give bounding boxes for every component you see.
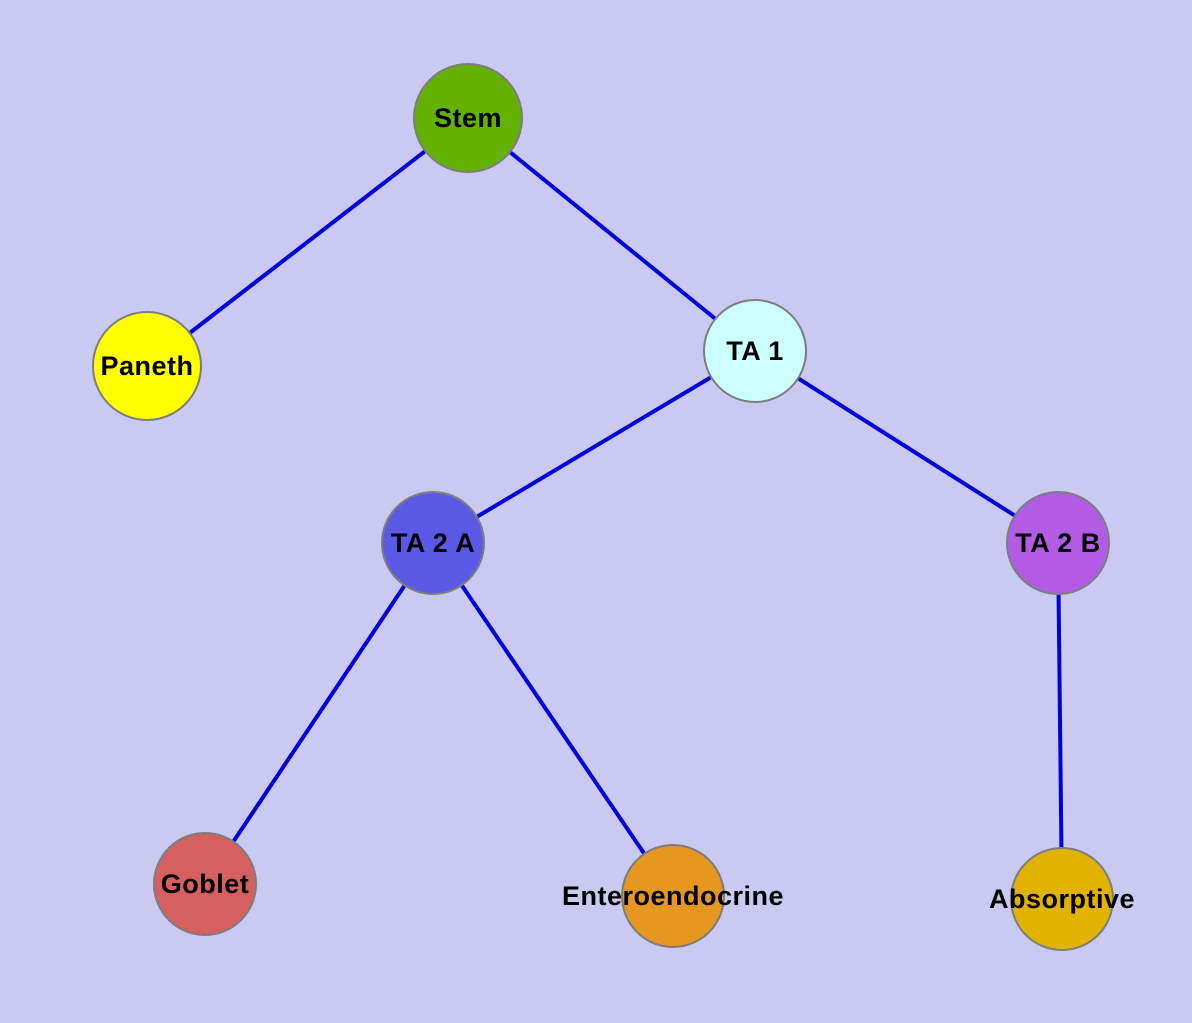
node-label-ta1: TA 1 <box>726 335 784 366</box>
edge-ta2a-goblet <box>203 541 435 886</box>
node-goblet[interactable]: Goblet <box>153 832 257 936</box>
edge-ta1-ta2b <box>753 349 1060 545</box>
node-label-enteroendocrine: Enteroendocrine <box>561 880 785 911</box>
node-label-stem: Stem <box>433 102 503 133</box>
node-label-goblet: Goblet <box>160 868 250 899</box>
edge-ta2b-absorptive <box>1056 542 1064 900</box>
node-label-absorptive: Absorptive <box>988 883 1136 914</box>
node-label-ta2b: TA 2 B <box>1015 527 1101 558</box>
node-label-ta2a: TA 2 A <box>390 527 476 558</box>
node-paneth[interactable]: Paneth <box>92 311 202 421</box>
edge-stem-paneth <box>145 116 470 368</box>
node-stem[interactable]: Stem <box>413 63 523 173</box>
node-absorptive[interactable]: Absorptive <box>989 847 1135 951</box>
node-enteroendocrine[interactable]: Enteroendocrine <box>562 844 784 948</box>
node-ta2b[interactable]: TA 2 B <box>1006 491 1110 595</box>
edge-ta1-ta2a <box>431 349 757 545</box>
edge-ta2a-enteroendocrine <box>431 541 675 898</box>
node-label-paneth: Paneth <box>100 350 194 381</box>
node-ta1[interactable]: TA 1 <box>703 299 807 403</box>
node-ta2a[interactable]: TA 2 A <box>381 491 485 595</box>
edge-stem-ta1 <box>466 116 757 353</box>
